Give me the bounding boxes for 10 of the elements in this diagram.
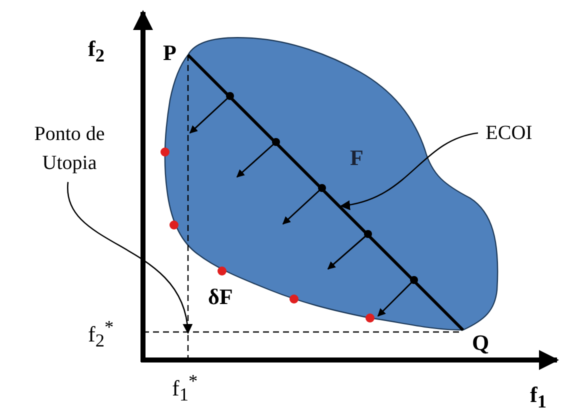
leader-line: [67, 182, 192, 334]
axis-label: f$_{1}$: [530, 384, 546, 409]
point-label: P: [163, 42, 176, 64]
region-label: F: [350, 147, 364, 169]
callout-text: Ponto de Utopia: [12, 120, 127, 182]
point-label: Q: [472, 332, 490, 354]
boundary-label: δF: [208, 286, 233, 308]
callout-text: ECOI: [478, 119, 540, 147]
leader-line: [340, 132, 478, 210]
axis-label: f$_{2}$: [88, 38, 104, 65]
